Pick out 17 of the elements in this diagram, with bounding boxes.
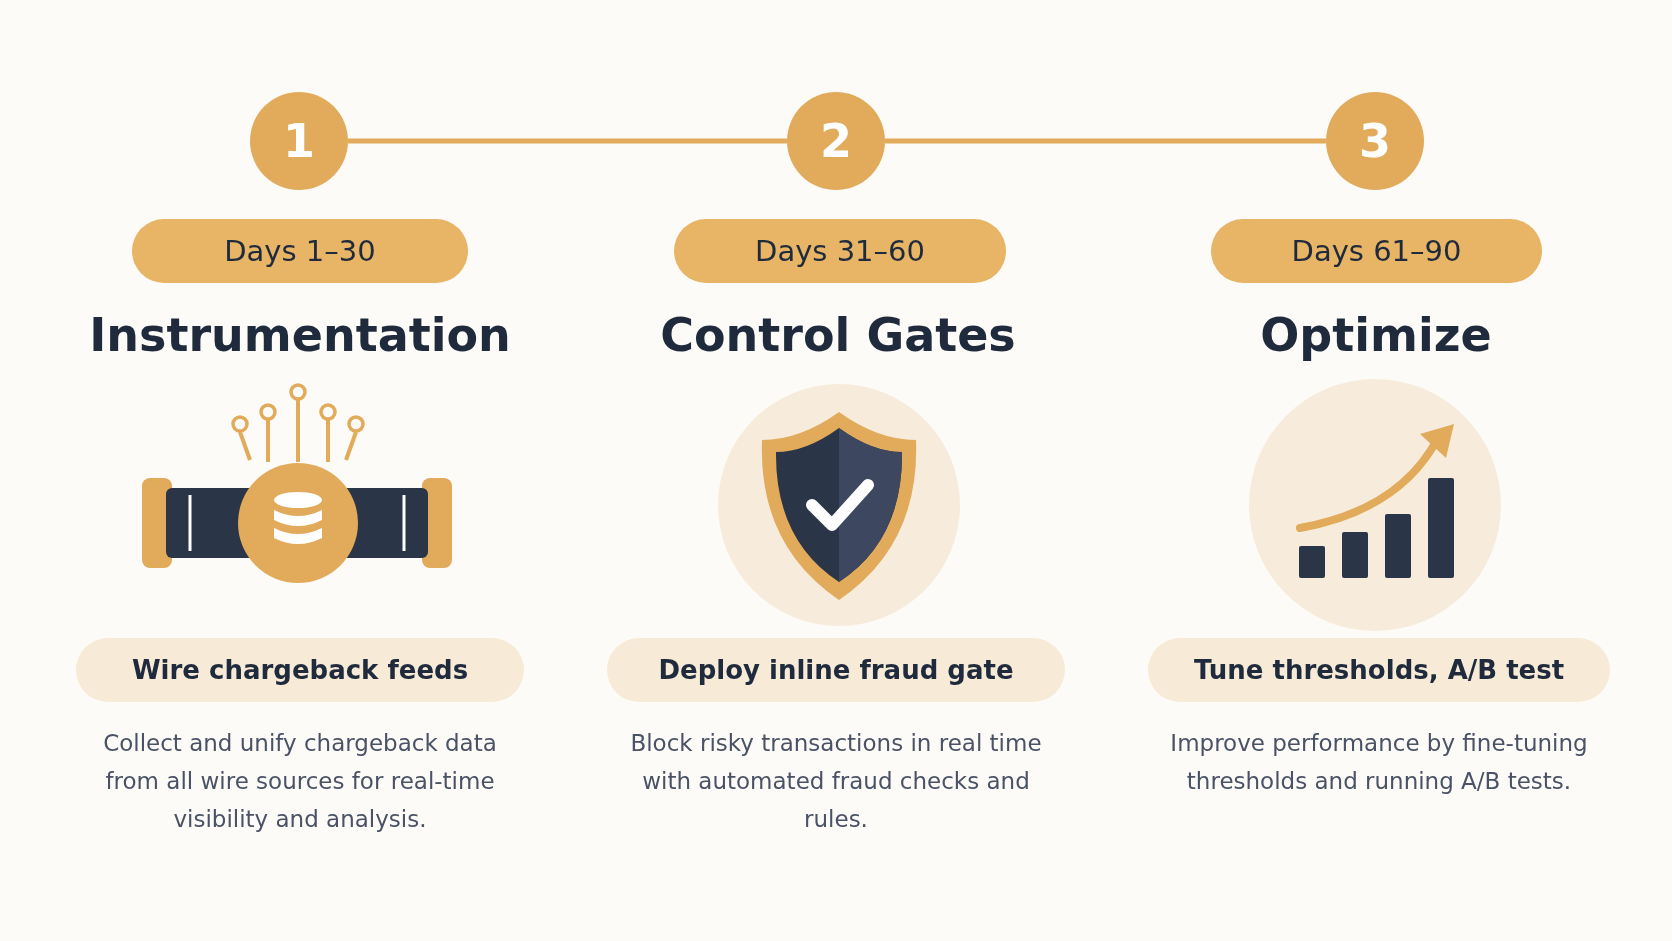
phase-title: Control Gates [659,307,1017,364]
task-pill: Deploy inline fraud gate [607,638,1065,702]
step-number-circle: 1 [250,92,348,190]
description-text: Improve performance by fine-tuning thresholds and running A/B tests. [1169,729,1589,796]
step-number-circle: 3 [1326,92,1424,190]
phase-pill: Days 1–30 [132,219,468,283]
phase-title: Instrumentation [88,307,512,364]
description-text: Collect and unify chargeback data from all wire sources for real-time visibility and analysis. [102,729,498,834]
step-number-circle: 2 [787,92,885,190]
phase-pill: Days 31–60 [674,219,1006,283]
connector-line [348,138,787,144]
phase-title: Optimize [1259,307,1493,364]
connector-line [885,138,1326,144]
phase-pill: Days 61–90 [1211,219,1542,283]
description-text: Block risky transactions in real time with automated fraud checks and rules. [629,729,1043,834]
task-pill: Wire chargeback feeds [76,638,524,702]
task-pill: Tune thresholds, A/B test [1148,638,1610,702]
